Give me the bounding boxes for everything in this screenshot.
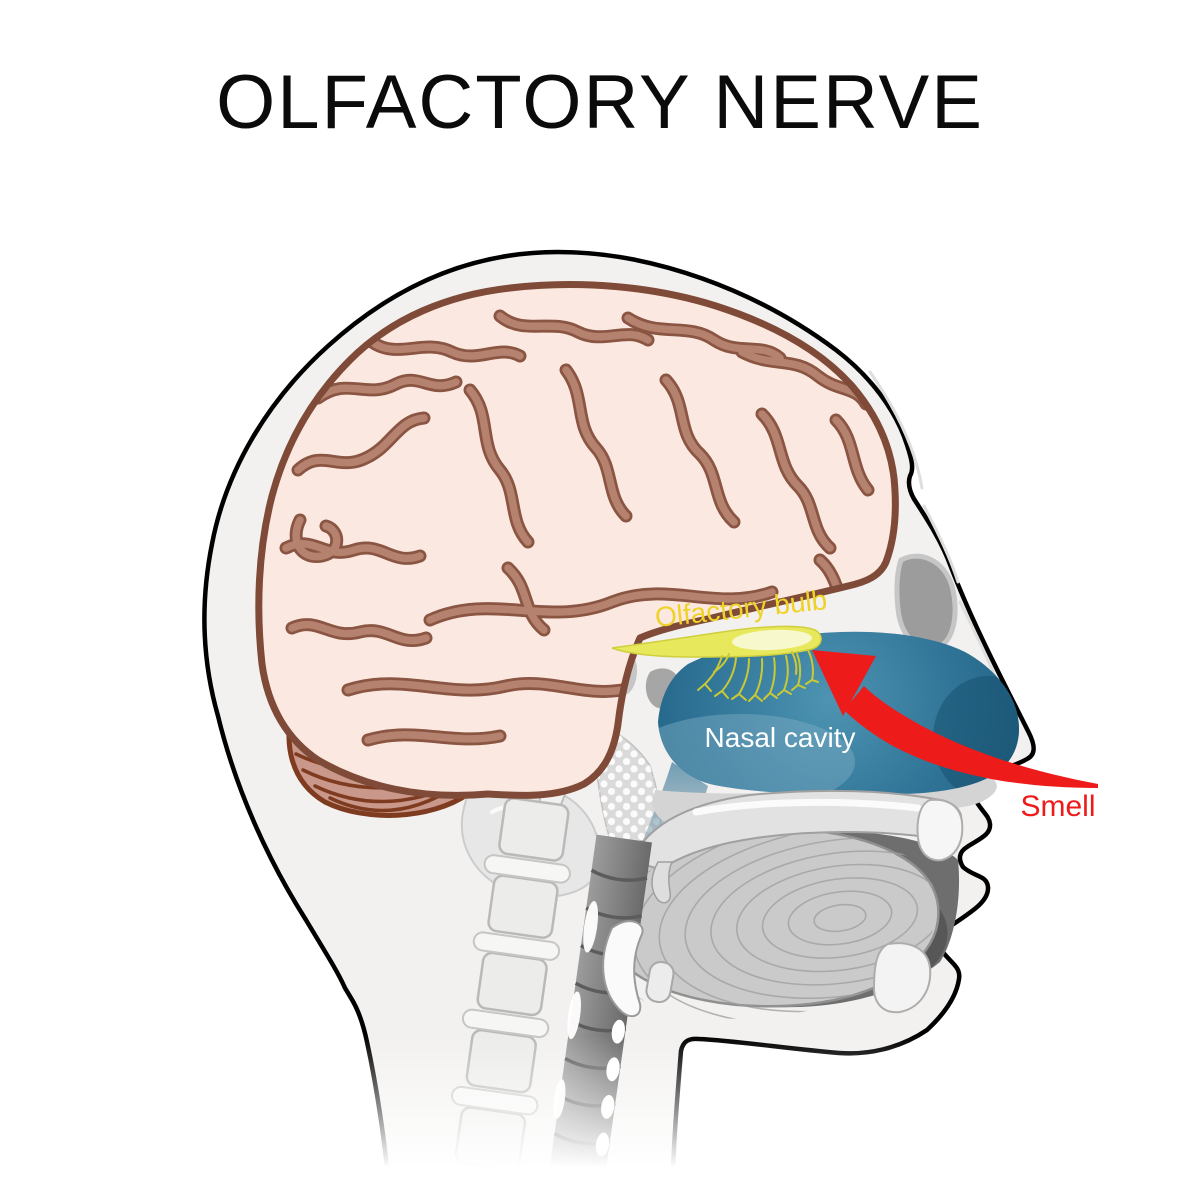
palate-highlight [692, 798, 922, 816]
smell-arrow-head [812, 650, 876, 716]
page-title: OLFACTORY NERVE [216, 60, 984, 145]
intervertebral-disc [483, 854, 571, 884]
laryngeal-highlight [583, 900, 599, 953]
nasal-cavity-label: Nasal cavity [705, 722, 856, 753]
olfactory-bulb [611, 625, 822, 658]
smell-label: Smell [1020, 790, 1095, 823]
hard-palate [635, 789, 963, 904]
smell-arrow [812, 650, 1098, 788]
laryngeal-highlight [567, 991, 581, 1040]
olfactory-nerve-fibers [697, 649, 819, 702]
upper-teeth [916, 798, 964, 862]
soft-palate-tip [651, 861, 674, 904]
bottom-fade-solid [0, 1166, 1200, 1200]
smell-arrow-shaft [844, 686, 1098, 788]
vertebra [476, 951, 548, 1017]
olfactory-bulb-highlight [732, 629, 812, 651]
inner-skull-line [922, 504, 960, 584]
intervertebral-disc [472, 931, 561, 961]
hyoid-bone [645, 960, 675, 1004]
vertebra [487, 874, 559, 939]
bottom-fade [0, 1035, 1200, 1168]
vertebra [498, 797, 570, 862]
epiglottis [602, 920, 644, 1018]
lower-teeth [872, 942, 932, 1014]
frontal-sinus [894, 553, 958, 652]
inner-skull-line [868, 370, 924, 490]
intervertebral-disc [461, 1008, 550, 1039]
